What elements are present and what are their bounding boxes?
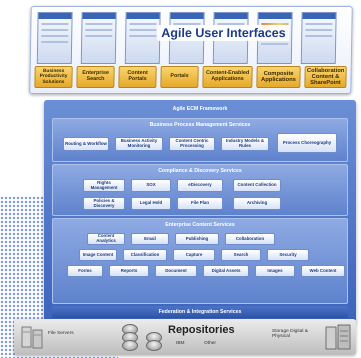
business-activity-chip: Business Activity Monitoring (115, 137, 163, 151)
app-labels: Business Productivity Solutions Enterpri… (34, 66, 347, 88)
app-label-enterprise-search: Enterprise Search (76, 66, 115, 88)
content-analytics-chip: Content Analytics (87, 233, 125, 245)
collaboration-chip: Collaboration (225, 233, 275, 245)
storage-label: Storage Digital & Physical (272, 329, 308, 340)
rights-management-chip: Rights Management (83, 179, 125, 192)
image-content-chip: Image Content (79, 249, 117, 261)
storage-icon (325, 324, 351, 350)
bpm-title: Business Process Management Services (149, 122, 251, 128)
app-label-content-portals: Content Portals (118, 66, 157, 88)
content-centric-chip: Content Centric Processing (169, 137, 215, 151)
framework-title: Agile ECM Framework (172, 106, 228, 112)
web-content-chip: Web Content (301, 265, 345, 277)
thumbnail-2 (80, 12, 117, 64)
repositories-layer: File Servers Repositories IBM Other Stor… (14, 319, 356, 355)
digital-assets-chip: Digital Assets (203, 265, 249, 277)
app-label-collaboration: Collaboration Content & SharePoint (304, 66, 347, 88)
reports-chip: Reports (109, 265, 149, 277)
ibm-disk-icon-3 (122, 340, 138, 351)
ecs-title: Enterprise Content Services (165, 222, 235, 228)
process-choreography-chip: Process Choreography (277, 133, 337, 153)
sox-chip: SOX (131, 179, 171, 192)
forms-chip: Forms (67, 265, 103, 277)
agile-ecm-framework: Agile ECM Framework Business Process Man… (44, 100, 356, 322)
file-server-icon (21, 326, 43, 349)
repositories-title: Repositories (168, 324, 235, 336)
app-label-content-enabled: Content-Enabled Applications (202, 66, 253, 88)
classification-chip: Classification (123, 249, 167, 261)
policies-discovery-chip: Policies & Discovery (83, 197, 125, 210)
compliance-layer: Compliance & Discovery Services Rights M… (52, 164, 348, 216)
thumbnail-3 (124, 12, 161, 64)
file-plan-chip: File Plan (177, 197, 223, 210)
search-chip: Search (221, 249, 261, 261)
publishing-chip: Publishing (175, 233, 219, 245)
security-chip: Security (267, 249, 309, 261)
federation-band: Federation & Integration Services (52, 306, 348, 318)
capture-chip: Capture (173, 249, 215, 261)
legal-hold-chip: Legal Hold (131, 197, 171, 210)
email-chip: Email (131, 233, 169, 245)
ecs-layer: Enterprise Content Services Content Anal… (52, 218, 348, 304)
images-chip: Images (255, 265, 295, 277)
file-servers-label: File Servers (48, 331, 74, 336)
thumbnail-1 (36, 12, 73, 64)
bpm-layer: Business Process Management Services Rou… (52, 118, 348, 162)
content-collection-chip: Content Collection (233, 179, 281, 192)
routing-workflow-chip: Routing & Workflow (63, 137, 109, 151)
ibm-label: IBM (176, 341, 185, 346)
archiving-chip: Archiving (233, 197, 281, 210)
agile-user-interfaces-panel: Agile User Interfaces Business Productiv… (29, 6, 353, 94)
app-label-composite: Composite Applications (256, 66, 301, 88)
document-chip: Document (155, 265, 197, 277)
ui-title: Agile User Interfaces (157, 25, 290, 41)
other-disk-icon-2 (146, 340, 162, 351)
industry-models-chip: Industry Models & Rules (221, 137, 269, 151)
app-label-portals: Portals (160, 66, 199, 88)
compliance-title: Compliance & Discovery Services (158, 168, 242, 174)
ediscovery-chip: eDiscovery (177, 179, 223, 192)
app-label-business-productivity: Business Productivity Solutions (34, 66, 73, 88)
thumbnail-7 (300, 12, 337, 64)
other-label: Other (204, 341, 216, 346)
